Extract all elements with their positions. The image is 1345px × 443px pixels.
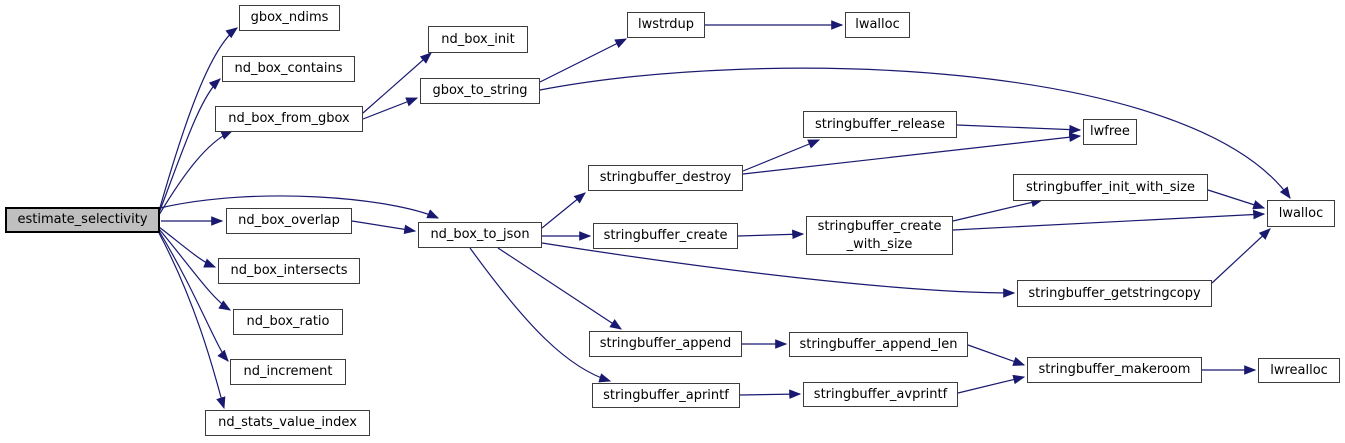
node-label: stringbuffer_append [599, 336, 732, 352]
edge-estimate_selectivity-nd_box_intersects [158, 226, 217, 268]
node-nd_box_to_json[interactable]: nd_box_to_json [418, 222, 542, 248]
edge-nd_box_to_json-stringbuffer_destroy [541, 192, 586, 229]
node-label: nd_stats_value_index [218, 415, 357, 431]
edge-stringbuffer_avprintf-stringbuffer_makeroom [957, 374, 1026, 394]
edge-estimate_selectivity-gbox_ndims [158, 27, 238, 212]
edge-stringbuffer_aprintf-stringbuffer_avprintf [739, 389, 802, 399]
node-stringbuffer_destroy[interactable]: stringbuffer_destroy [588, 165, 743, 191]
edge-stringbuffer_destroy-lwfree [742, 132, 1082, 175]
edge-stringbuffer_create_with_size-stringbuffer_init_with_size [952, 197, 1044, 222]
node-label: stringbuffer_avprintf [813, 386, 948, 402]
node-label: lwalloc [855, 17, 900, 33]
node-gbox_to_string[interactable]: gbox_to_string [420, 78, 540, 104]
node-stringbuffer_append_len[interactable]: stringbuffer_append_len [789, 332, 968, 357]
node-lwfree[interactable]: lwfree [1083, 119, 1137, 145]
node-nd_box_overlap[interactable]: nd_box_overlap [226, 208, 352, 234]
node-stringbuffer_release[interactable]: stringbuffer_release [803, 111, 957, 138]
edge-estimate_selectivity-nd_box_from_gbox [158, 130, 234, 216]
node-label: stringbuffer_destroy [599, 170, 732, 186]
edge-stringbuffer_getstringcopy-lwalloc_right [1211, 228, 1271, 284]
node-label: stringbuffer_makeroom [1038, 362, 1191, 378]
edge-nd_box_to_json-stringbuffer_append [497, 247, 623, 330]
edge-stringbuffer_destroy-stringbuffer_release [742, 139, 821, 172]
edge-estimate_selectivity-nd_box_to_json [159, 195, 440, 219]
node-nd_box_intersects[interactable]: nd_box_intersects [218, 258, 360, 284]
node-label: gbox_ndims [250, 10, 329, 26]
edge-nd_box_to_json-stringbuffer_aprintf [469, 247, 612, 383]
node-label: stringbuffer_create _with_size [817, 218, 942, 252]
node-label: estimate_selectivity [17, 212, 148, 228]
node-label: nd_box_contains [234, 61, 343, 77]
node-nd_box_contains[interactable]: nd_box_contains [222, 56, 355, 82]
node-estimate_selectivity: estimate_selectivity [5, 207, 160, 233]
node-label: nd_increment [243, 364, 333, 380]
node-stringbuffer_create[interactable]: stringbuffer_create [593, 223, 738, 249]
edge-nd_box_to_json-stringbuffer_getstringcopy [541, 242, 1016, 298]
edge-stringbuffer_release-lwfree [956, 124, 1082, 135]
node-nd_box_ratio[interactable]: nd_box_ratio [233, 309, 343, 335]
node-label: stringbuffer_init_with_size [1026, 179, 1195, 195]
node-lwalloc_right[interactable]: lwalloc [1267, 200, 1335, 227]
node-stringbuffer_create_with_size[interactable]: stringbuffer_create _with_size [806, 216, 953, 255]
node-nd_increment[interactable]: nd_increment [230, 359, 346, 385]
node-label: nd_box_overlap [238, 213, 340, 229]
node-label: nd_box_from_gbox [228, 111, 350, 127]
node-stringbuffer_aprintf[interactable]: stringbuffer_aprintf [592, 383, 740, 408]
node-stringbuffer_init_with_size[interactable]: stringbuffer_init_with_size [1013, 174, 1208, 201]
edge-nd_box_from_gbox-gbox_to_string [362, 97, 419, 120]
edge-nd_box_overlap-nd_box_to_json [351, 220, 417, 235]
node-label: lwrealloc [1270, 362, 1328, 378]
edge-stringbuffer_init_with_size-lwalloc_right [1207, 189, 1266, 210]
node-label: stringbuffer_aprintf [603, 387, 729, 403]
edge-estimate_selectivity-nd_box_ratio [158, 228, 232, 311]
edge-stringbuffer_append_len-stringbuffer_makeroom [967, 344, 1026, 366]
node-label: lwfree [1090, 124, 1130, 140]
edge-gbox_to_string-lwalloc_right [539, 67, 1291, 199]
node-label: lwstrdup [638, 17, 694, 33]
node-lwalloc_top[interactable]: lwalloc [845, 12, 910, 38]
node-label: nd_box_intersects [230, 263, 348, 279]
node-lwstrdup[interactable]: lwstrdup [627, 12, 705, 38]
node-label: stringbuffer_create [603, 228, 728, 244]
node-stringbuffer_getstringcopy[interactable]: stringbuffer_getstringcopy [1017, 280, 1212, 307]
edge-gbox_to_string-lwstrdup [539, 38, 628, 83]
edge-nd_box_from_gbox-nd_box_init [362, 52, 432, 114]
edge-estimate_selectivity-nd_box_contains [158, 78, 221, 214]
node-label: stringbuffer_release [814, 116, 945, 132]
node-nd_box_init[interactable]: nd_box_init [428, 26, 528, 53]
node-label: gbox_to_string [432, 83, 528, 99]
node-stringbuffer_append[interactable]: stringbuffer_append [589, 331, 742, 357]
node-label: lwalloc [1278, 205, 1324, 221]
node-label: nd_box_ratio [246, 314, 330, 330]
edge-stringbuffer_create_with_size-lwalloc_right [952, 209, 1266, 231]
node-label: stringbuffer_append_len [799, 336, 958, 352]
node-gbox_ndims[interactable]: gbox_ndims [239, 5, 340, 31]
node-nd_stats_value_index[interactable]: nd_stats_value_index [205, 410, 370, 436]
node-label: nd_box_to_json [430, 227, 530, 243]
node-label: nd_box_init [441, 31, 515, 47]
node-stringbuffer_makeroom[interactable]: stringbuffer_makeroom [1027, 357, 1202, 383]
node-lwrealloc[interactable]: lwrealloc [1258, 358, 1340, 383]
edge-stringbuffer_create-stringbuffer_create_with_size [737, 229, 805, 240]
edge-estimate_selectivity-nd_increment [158, 230, 229, 362]
node-label: stringbuffer_getstringcopy [1028, 285, 1201, 301]
node-nd_box_from_gbox[interactable]: nd_box_from_gbox [215, 106, 363, 132]
node-stringbuffer_avprintf[interactable]: stringbuffer_avprintf [803, 382, 958, 407]
edge-estimate_selectivity-nd_stats_value_index [158, 232, 226, 410]
